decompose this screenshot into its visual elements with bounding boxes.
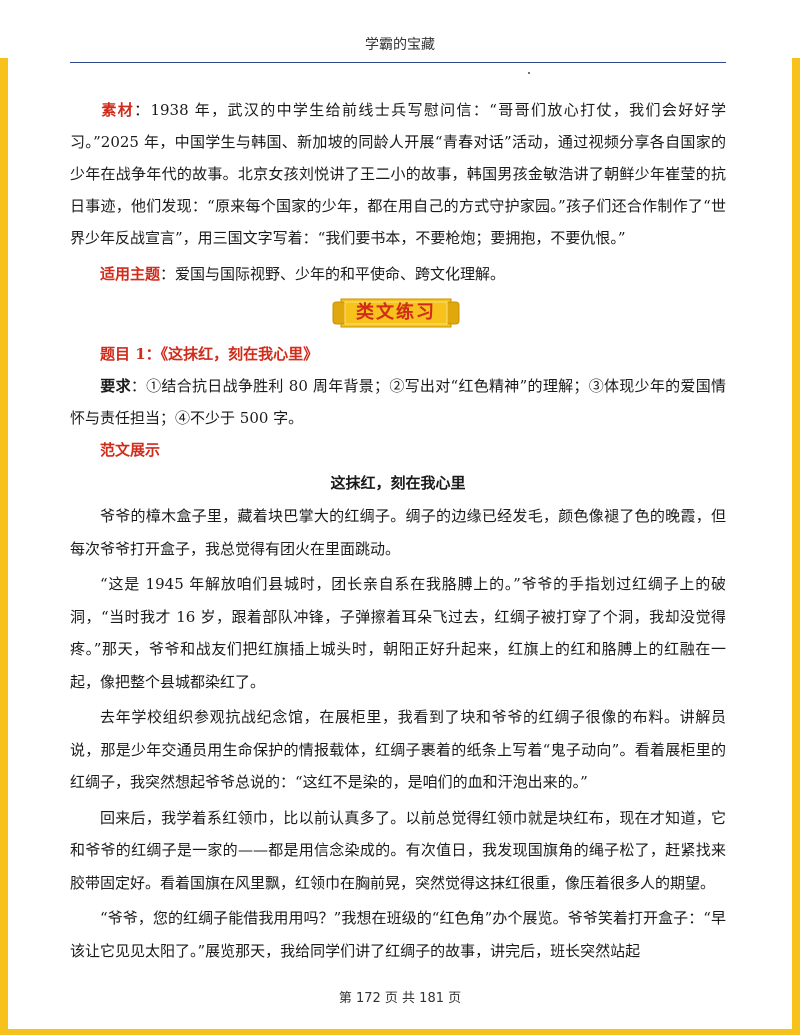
essay-paragraph: 爷爷的樟木盒子里，藏着块巴掌大的红绸子。绸子的边缘已经发毛，颜色像褪了色的晚霞，…: [70, 507, 726, 558]
requirement-paragraph: 要求：①结合抗日战争胜利 80 周年背景；②写出对“红色精神”的理解；③体现少年…: [70, 370, 726, 434]
essay-body: 爷爷的樟木盒子里，藏着块巴掌大的红绸子。绸子的边缘已经发毛，颜色像褪了色的晚霞，…: [70, 500, 726, 967]
theme-text: ：爱国与国际视野、少年的和平使命、跨文化理解。: [160, 265, 506, 283]
essay-title: 这抹红，刻在我心里: [330, 474, 466, 492]
material-paragraph: 素材：1938 年，武汉的中学生给前线士兵写慰问信：“哥哥们放心打仗，我们会好好…: [70, 94, 726, 254]
topic-title: 题目 1：《这抹红，刻在我心里》: [100, 345, 319, 363]
page-border-left: [0, 58, 8, 1035]
theme-label: 适用主题: [100, 265, 161, 283]
page-border-right: [792, 58, 800, 1035]
page-footer: 第 172 页 共 181 页: [338, 991, 462, 1006]
essay-paragraph: “这是 1945 年解放咱们县城时，团长亲自系在我胳膊上的。”爷爷的手指划过红绸…: [70, 575, 726, 691]
essay-paragraph: “爷爷，您的红绸子能借我用用吗？”我想在班级的“红色角”办个展览。爷爷笑着打开盒…: [70, 909, 726, 960]
theme-paragraph: 适用主题：爱国与国际视野、少年的和平使命、跨文化理解。: [70, 258, 726, 290]
requirement-text: ：①结合抗日战争胜利 80 周年背景；②写出对“红色精神”的理解；③体现少年的爱…: [70, 377, 726, 427]
material-label: 素材: [100, 101, 135, 119]
header-dot: [528, 72, 530, 74]
section-banner: 类文练习: [70, 292, 726, 338]
scroll-banner-icon: [332, 298, 460, 328]
sample-label: 范文展示: [100, 441, 161, 459]
page-content: 素材：1938 年，武汉的中学生给前线士兵写慰问信：“哥哥们放心打仗，我们会好好…: [70, 90, 726, 967]
header-title: 学霸的宝藏: [365, 37, 435, 53]
essay-paragraph: 去年学校组织参观抗战纪念馆，在展柜里，我看到了块和爷爷的红绸子很像的布料。讲解员…: [70, 708, 726, 791]
requirement-label: 要求: [100, 377, 131, 395]
essay-paragraph: 回来后，我学着系红领巾，比以前认真多了。以前总觉得红领巾就是块红布，现在才知道，…: [70, 808, 726, 892]
page-border-bottom: [0, 1029, 800, 1035]
material-text: ：1938 年，武汉的中学生给前线士兵写慰问信：“哥哥们放心打仗，我们会好好学习…: [70, 101, 726, 247]
header-divider: [70, 62, 726, 63]
banner-text: 类文练习: [356, 302, 436, 323]
